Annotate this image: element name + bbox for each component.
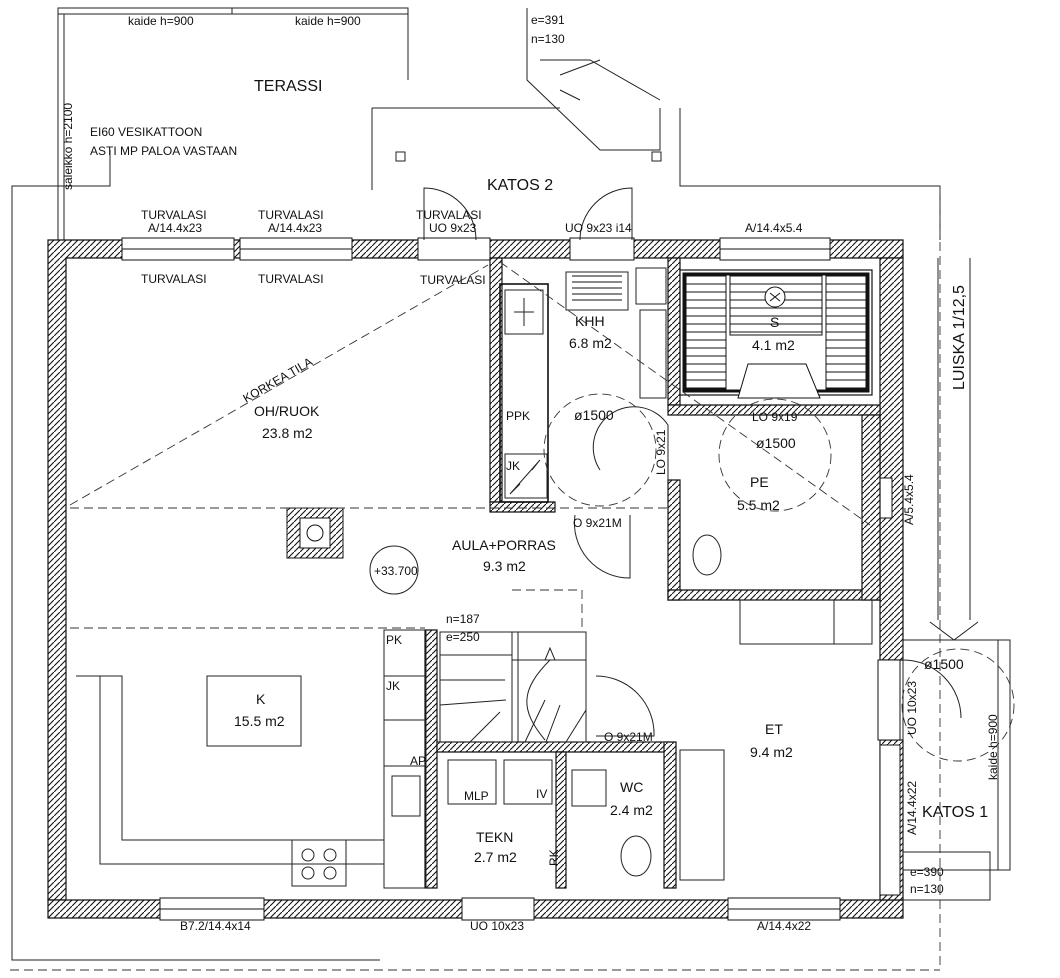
room-tekn-name: TEKN <box>476 829 513 845</box>
label-saleikko: säleikkö h=2100 <box>61 103 75 190</box>
label-phi-entry: ø1500 <box>924 656 964 672</box>
label-iv: IV <box>536 787 547 801</box>
label-turvalasi-a: TURVALASI <box>141 208 207 222</box>
fireplace <box>286 507 344 559</box>
label-n187: n=187 <box>446 612 480 626</box>
label-katos2: KATOS 2 <box>487 177 553 194</box>
label-n130-top: n=130 <box>531 32 565 46</box>
room-et-name: ET <box>765 721 783 737</box>
label-pk: PK <box>386 633 402 647</box>
room-khh-name: KHH <box>575 313 605 329</box>
room-aula-name: AULA+PORRAS <box>452 537 556 553</box>
label-window-a14422-side: A/14.4x22 <box>905 781 919 835</box>
label-lo919: LO 9x19 <box>752 410 798 424</box>
door-swings <box>423 187 1015 762</box>
label-window-b: A/14.4x23 <box>268 221 322 235</box>
label-door-uo1023-bot: UO 10x23 <box>470 919 524 933</box>
utility-fixtures <box>565 267 667 399</box>
label-rk: RK <box>547 849 561 866</box>
label-phi-pe: ø1500 <box>756 435 796 451</box>
ramp-canopy <box>902 258 1011 901</box>
room-k-name: K <box>256 691 266 707</box>
label-window-a: A/14.4x23 <box>148 221 202 235</box>
label-turvalasi-b: TURVALASI <box>258 208 324 222</box>
room-ohruok-name: OH/RUOK <box>254 403 320 419</box>
reference-lines <box>69 261 871 743</box>
label-kaide-1: kaide h=900 <box>128 14 194 28</box>
room-tekn-area: 2.7 m2 <box>474 849 517 865</box>
label-kaide-2: kaide h=900 <box>295 14 361 28</box>
label-katos1: KATOS 1 <box>922 804 988 821</box>
room-aula-area: 9.3 m2 <box>483 558 526 574</box>
label-door-uo923: UO 9x23 <box>429 221 477 235</box>
room-wc-name: WC <box>620 779 643 795</box>
level-marker <box>369 545 419 595</box>
label-jk-top: JK <box>506 459 520 473</box>
kitchen-fixtures <box>76 629 427 889</box>
label-ei60-2: ASTI MP PALOA VASTAAN <box>90 144 237 158</box>
bathroom-fixtures <box>447 534 873 881</box>
label-window-a14422-bot: A/14.4x22 <box>757 919 811 933</box>
label-turvalasi-in-a: TURVALASI <box>141 272 207 286</box>
room-wc-area: 2.4 m2 <box>610 802 653 818</box>
interior-walls <box>424 257 881 889</box>
room-khh-area: 6.8 m2 <box>569 335 612 351</box>
label-phi-khh: ø1500 <box>574 407 614 423</box>
label-turvalasi-c: TURVALASI <box>416 208 482 222</box>
room-s-name: S <box>770 314 779 330</box>
label-ap: AP <box>410 754 426 768</box>
label-jk-bot: JK <box>386 679 400 693</box>
room-ohruok-area: 23.8 m2 <box>262 425 313 441</box>
terrace-outline <box>10 7 941 971</box>
exterior-walls <box>47 237 904 921</box>
label-e391: e=391 <box>531 13 565 27</box>
label-n130-bot: n=130 <box>910 882 944 896</box>
label-ppk: PPK <box>506 409 530 423</box>
room-s-area: 4.1 m2 <box>752 337 795 353</box>
label-window-a5454: A/5.4x5.4 <box>902 474 916 525</box>
label-turvalasi-in-b: TURVALASI <box>258 272 324 286</box>
label-lo921: LO 9x21 <box>654 429 668 475</box>
label-door-o921m-b: O 9x21M <box>604 730 653 744</box>
staircase <box>439 589 587 743</box>
room-pe-area: 5.5 m2 <box>737 497 780 513</box>
label-luiska: LUISKA 1/12,5 <box>951 285 968 390</box>
label-e390: e=390 <box>910 865 944 879</box>
label-ei60-1: EI60 VESIKATTOON <box>90 125 202 139</box>
room-k-area: 15.5 m2 <box>234 713 285 729</box>
label-window-a14454: A/14.4x5.4 <box>745 221 803 235</box>
label-e250: e=250 <box>446 630 480 644</box>
label-level: +33.700 <box>374 564 418 578</box>
label-turvalasi-in-c: TURVALASI <box>420 273 486 287</box>
room-pe-name: PE <box>750 474 769 490</box>
label-door-uo923i14: UO 9x23 i14 <box>565 221 632 235</box>
label-window-b72: B7.2/14.4x14 <box>180 919 251 933</box>
label-terassi: TERASSI <box>254 78 322 95</box>
label-door-o921m-a: O 9x21M <box>573 516 622 530</box>
sauna-benches <box>679 269 873 399</box>
label-kaide-side: kaide h=900 <box>986 714 1000 780</box>
annotations: kaide h=900 kaide h=900 e=391 n=130 TERA… <box>61 13 1000 933</box>
label-door-uo1023-side: UO 10x23 <box>905 681 919 735</box>
room-et-area: 9.4 m2 <box>750 744 793 760</box>
label-korkea-tila: KORKEA TILA <box>241 355 315 406</box>
label-mlp: MLP <box>464 789 489 803</box>
